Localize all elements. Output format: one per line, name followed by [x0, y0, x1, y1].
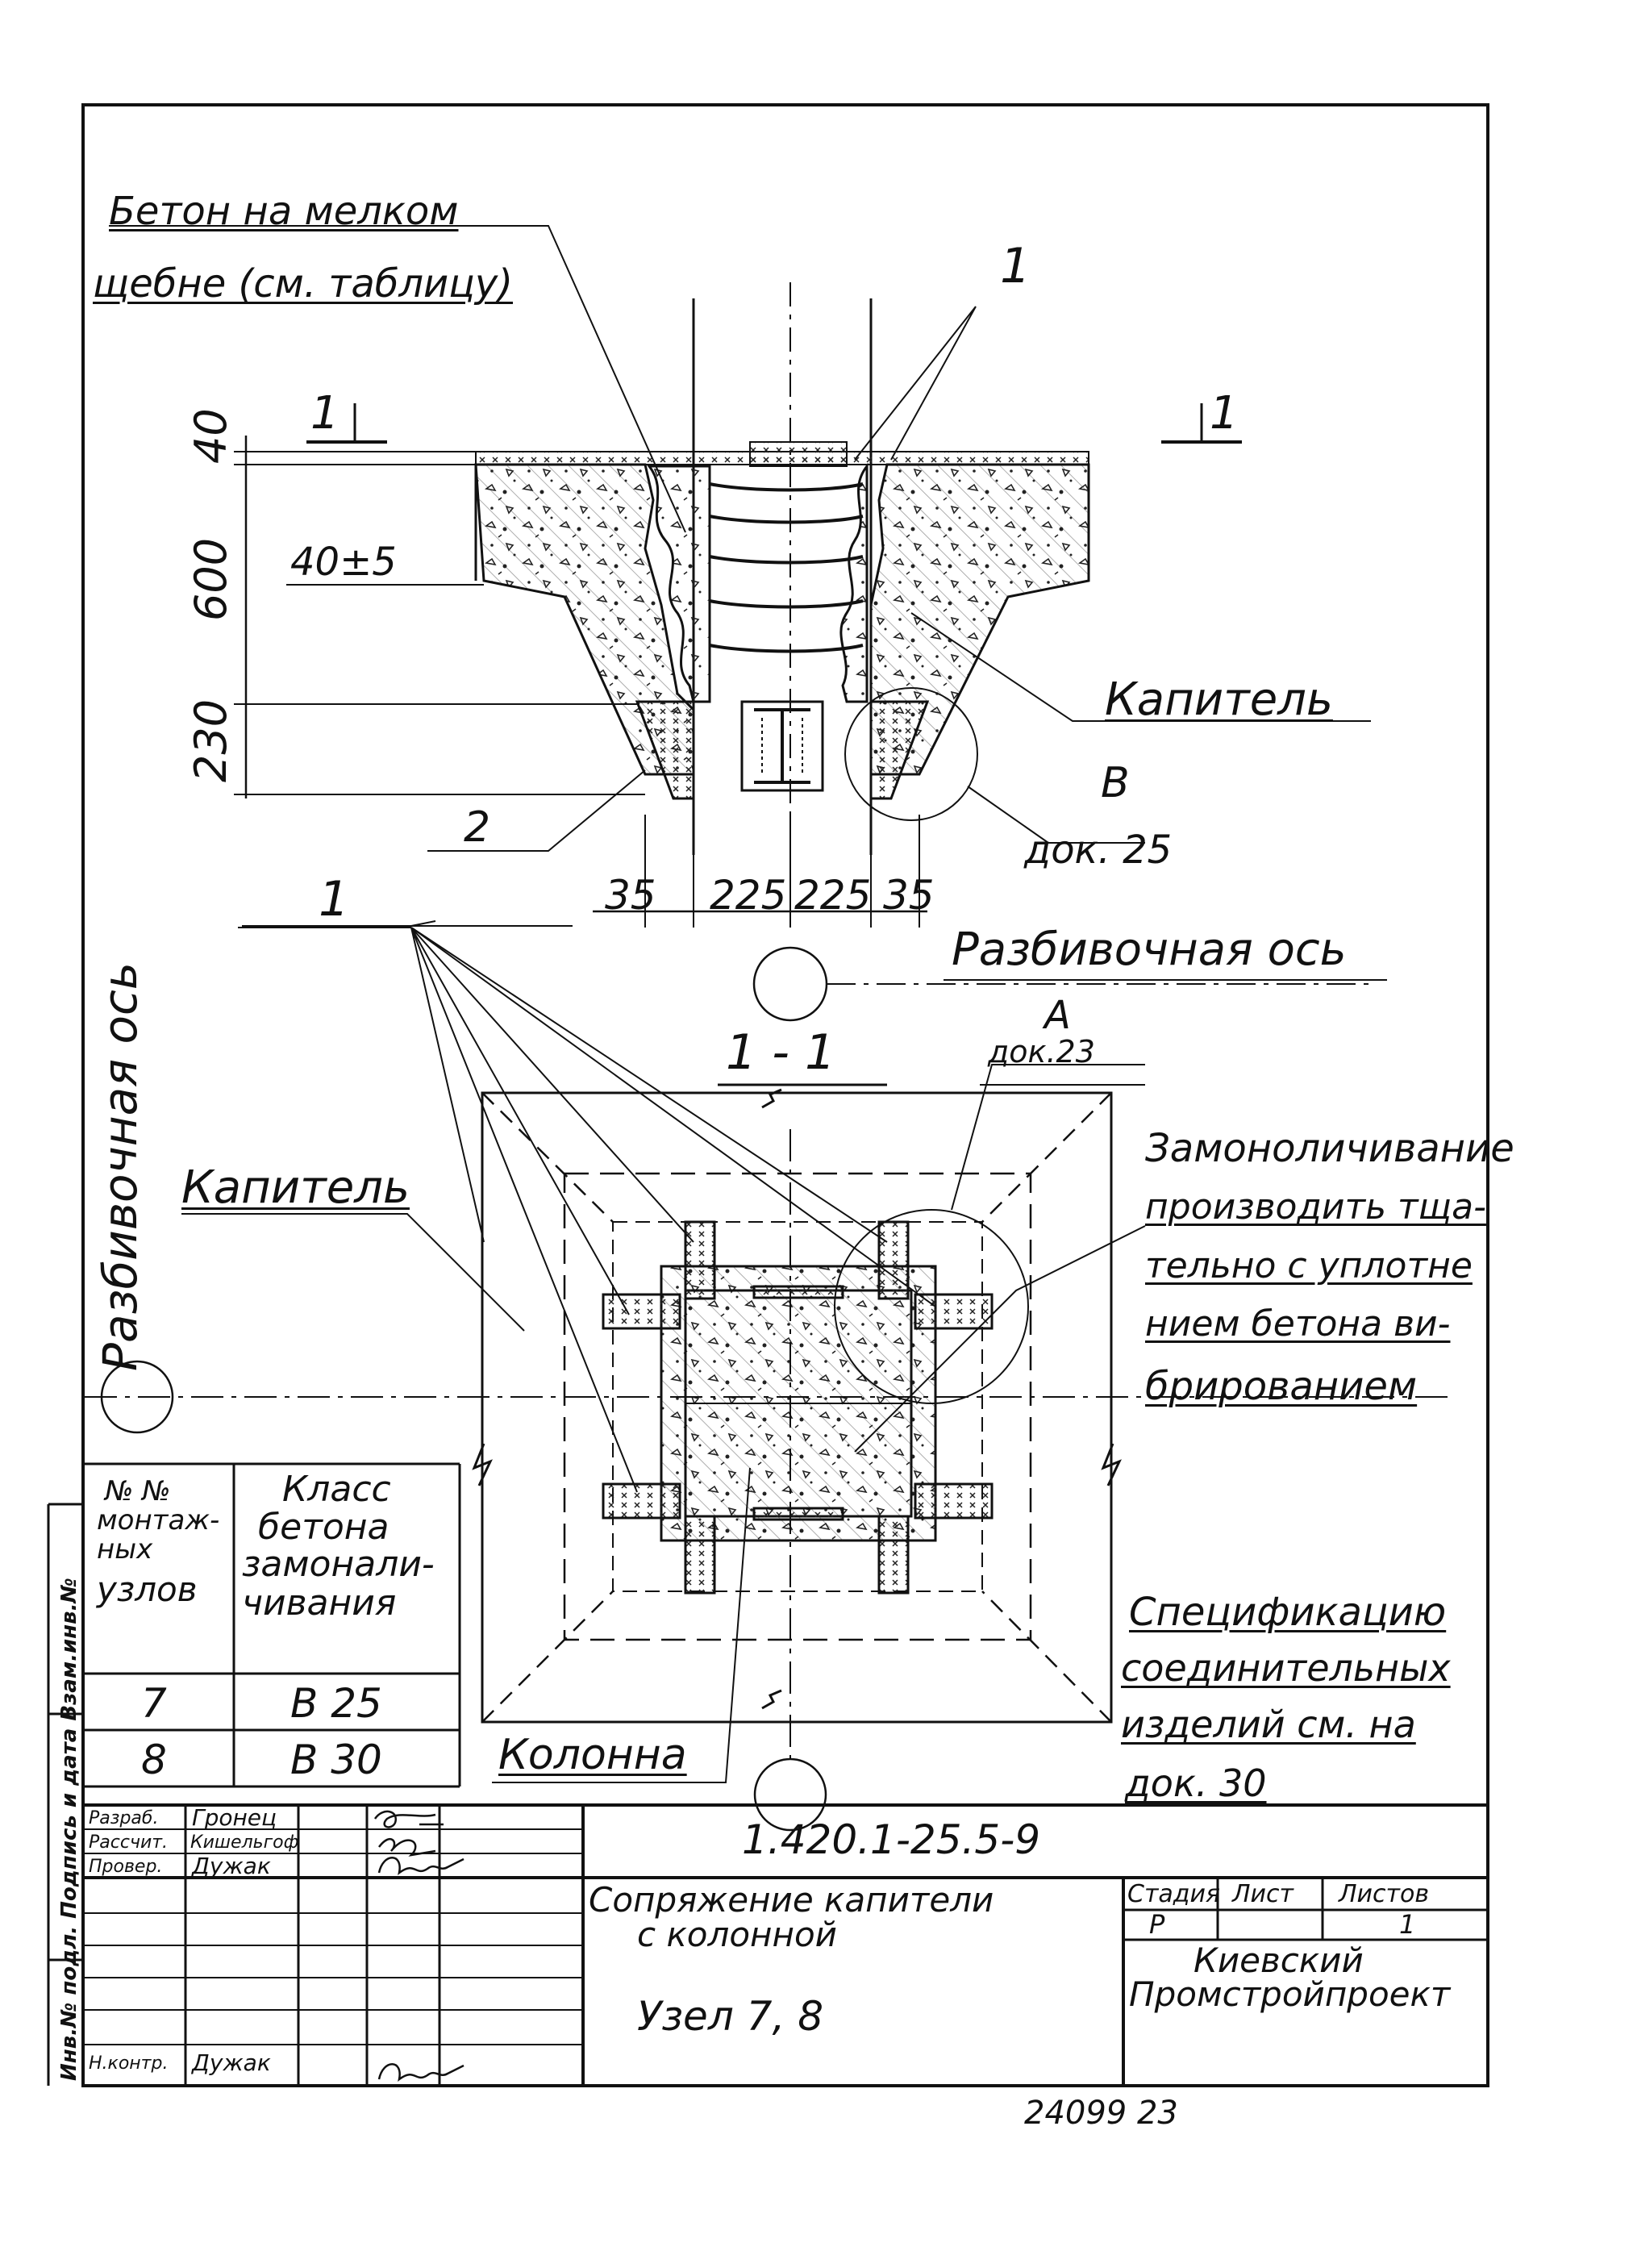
name-developer: Гронец — [192, 1804, 277, 1831]
cut-mark-right: 1 — [1210, 387, 1239, 440]
concrete-note-line2: щебне (см. таблицу) — [93, 261, 514, 306]
grouting-note-line3: тельно с уплотне — [1145, 1245, 1473, 1286]
dim-225-left: 225 — [710, 872, 787, 919]
name-calculated: Кишельгоф — [190, 1832, 299, 1853]
dim-230: 230 — [185, 698, 236, 782]
sheets-header: Листов — [1339, 1880, 1430, 1908]
section-kapitel-label: Капитель — [1105, 673, 1333, 726]
stage-header: Стадия — [1127, 1880, 1221, 1908]
concrete-note-line1: Бетон на мелком — [109, 189, 459, 234]
plan-item1-label: 1 — [319, 871, 350, 928]
table-header-col1-l3: ных — [97, 1533, 153, 1566]
node-label: Узел 7, 8 — [637, 1993, 824, 2040]
dim-40: 40 — [185, 408, 236, 464]
sheet-header: Лист — [1232, 1880, 1294, 1908]
table-row1-class: В 25 — [290, 1680, 382, 1727]
callout-a-label: А — [1044, 993, 1071, 1038]
drawing-title-line2: с колонной — [637, 1915, 837, 1954]
vertical-axis-label: Разбивочная ось — [93, 961, 148, 1371]
spec-note-line2: соединительных — [1121, 1646, 1451, 1690]
role-norm-control: Н.контр. — [89, 2053, 169, 2074]
grouting-note-line4: нием бетона ви- — [1145, 1303, 1451, 1345]
table-header-col1-l4: узлов — [97, 1570, 198, 1609]
signatures — [373, 1810, 464, 2082]
table-header-col1-l2: монтаж- — [97, 1504, 220, 1536]
drawing-title-line1: Сопряжение капители — [589, 1880, 994, 1920]
name-norm-control: Дужак — [192, 2049, 271, 2076]
sheet-frame — [81, 103, 1489, 2087]
capital-outline — [481, 1091, 1113, 1724]
section-view — [109, 225, 1387, 1022]
designation: 1.420.1-25.5-9 — [742, 1816, 1041, 1863]
section-item1-label: 1 — [1000, 238, 1031, 294]
role-developer: Разраб. — [89, 1808, 159, 1828]
name-checked: Дужак — [192, 1853, 271, 1879]
table-header-col2-l2: бетона — [258, 1507, 390, 1548]
left-strip-text: Инв.№ подл. Подпись и дата Взам.инв.№ — [57, 1578, 81, 2081]
table-row1-node: 7 — [141, 1680, 167, 1727]
role-checked: Провер. — [89, 1857, 163, 1877]
table-header-col2-l4: чивания — [242, 1582, 397, 1624]
plan-kapitel-label: Капитель — [181, 1161, 410, 1214]
org-line1: Киевский — [1194, 1941, 1364, 1980]
table-header-col2-l3: замонали- — [242, 1544, 435, 1585]
dim-35-left: 35 — [605, 872, 656, 919]
plan-view — [85, 927, 1452, 1832]
grouting-note-line2: производить тща- — [1145, 1186, 1486, 1228]
callout-a-ref: док.23 — [988, 1034, 1095, 1069]
table-header-col2-l1: Класс — [282, 1469, 391, 1510]
section-item2-label: 2 — [464, 803, 491, 852]
grouting-note-line5: брированием — [1145, 1364, 1418, 1409]
sheets-value: 1 — [1399, 1909, 1416, 1940]
table-row2-class: В 30 — [290, 1736, 382, 1783]
bottom-number: 24099 23 — [1024, 2095, 1178, 2132]
corner-plates — [602, 1220, 994, 1595]
dim-600: 600 — [185, 537, 236, 621]
dim-225-right: 225 — [794, 872, 872, 919]
column-label: Колонна — [498, 1731, 687, 1779]
role-calculated: Рассчит. — [89, 1832, 169, 1853]
stage-value: Р — [1149, 1909, 1165, 1940]
org-line2: Промстройпроект — [1129, 1974, 1451, 2014]
callout-b-label: В — [1101, 759, 1130, 807]
spec-note-line1: Спецификацию — [1129, 1590, 1447, 1635]
title-block — [83, 1803, 1488, 2086]
spec-note-line4: док. 30 — [1125, 1761, 1267, 1805]
table-row2-node: 8 — [141, 1736, 167, 1783]
concrete-table — [83, 1462, 461, 1788]
callout-b-ref: док. 25 — [1024, 828, 1173, 873]
spec-note-line3: изделий см. на — [1121, 1703, 1416, 1746]
axis-label: Разбивочная ось — [952, 923, 1347, 976]
cut-mark-left: 1 — [310, 387, 340, 440]
gap-dim-label: 40±5 — [290, 540, 397, 585]
grouting-note-line1: Замоноличивание — [1145, 1126, 1514, 1171]
dim-35-right: 35 — [883, 872, 935, 919]
section-title: 1 - 1 — [726, 1024, 836, 1081]
table-header-col1-l1: № № — [105, 1475, 171, 1507]
